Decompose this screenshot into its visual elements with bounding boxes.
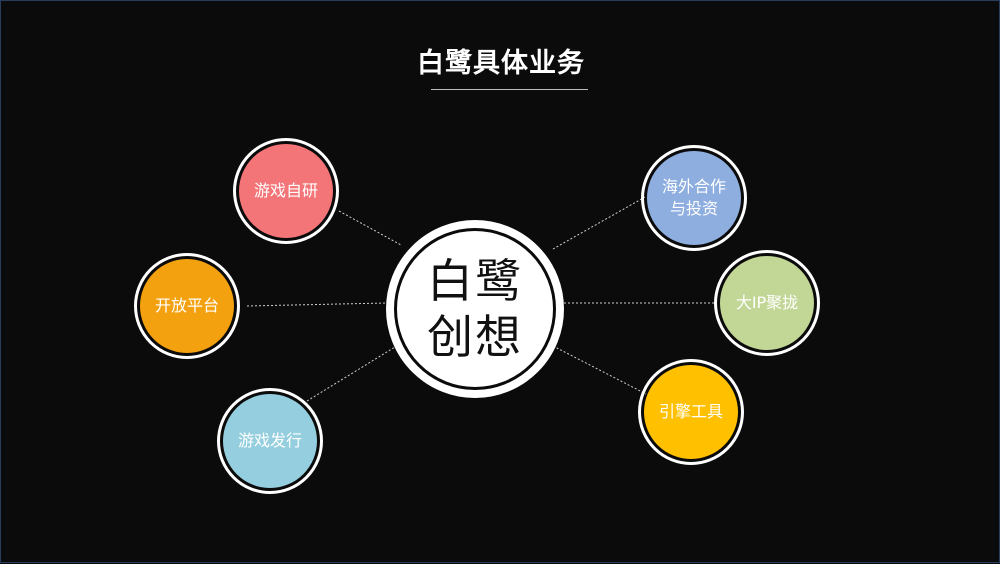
center-line-2: 创想 [427,310,523,364]
node-game-dev: 游戏自研 [233,138,339,244]
node-game-publishing-label: 游戏发行 [237,431,302,450]
center-hub-text: 白鹭 创想 [427,253,523,365]
node-big-ip: 大IP聚拢 [714,250,820,356]
node-overseas-label: 海外合作 与投资 [661,177,726,218]
node-game-dev-label: 游戏自研 [253,181,318,200]
node-game-publishing-fill: 游戏发行 [223,394,317,488]
connector-game-publishing [306,346,396,402]
title-underline [431,89,588,90]
center-hub: 白鹭 创想 [386,220,564,398]
node-big-ip-fill: 大IP聚拢 [720,256,814,350]
connector-game-dev [338,210,402,246]
node-open-platform-fill: 开放平台 [140,259,234,353]
node-engine-tools: 引擎工具 [638,359,744,465]
node-overseas: 海外合作 与投资 [641,145,747,251]
connector-engine-tools [552,345,647,395]
connector-open-platform [246,302,387,307]
node-open-platform-label: 开放平台 [154,296,219,315]
node-big-ip-label: 大IP聚拢 [735,293,799,312]
center-hub-inner: 白鹭 创想 [394,228,556,390]
node-game-publishing: 游戏发行 [217,388,323,494]
node-open-platform: 开放平台 [134,253,240,359]
node-overseas-fill: 海外合作 与投资 [647,151,741,245]
node-engine-tools-fill: 引擎工具 [644,365,738,459]
center-line-1: 白鹭 [427,254,523,308]
node-engine-tools-label: 引擎工具 [658,402,723,421]
page-title: 白鹭具体业务 [417,48,585,79]
node-game-dev-fill: 游戏自研 [239,144,333,238]
connector-overseas [552,196,646,250]
